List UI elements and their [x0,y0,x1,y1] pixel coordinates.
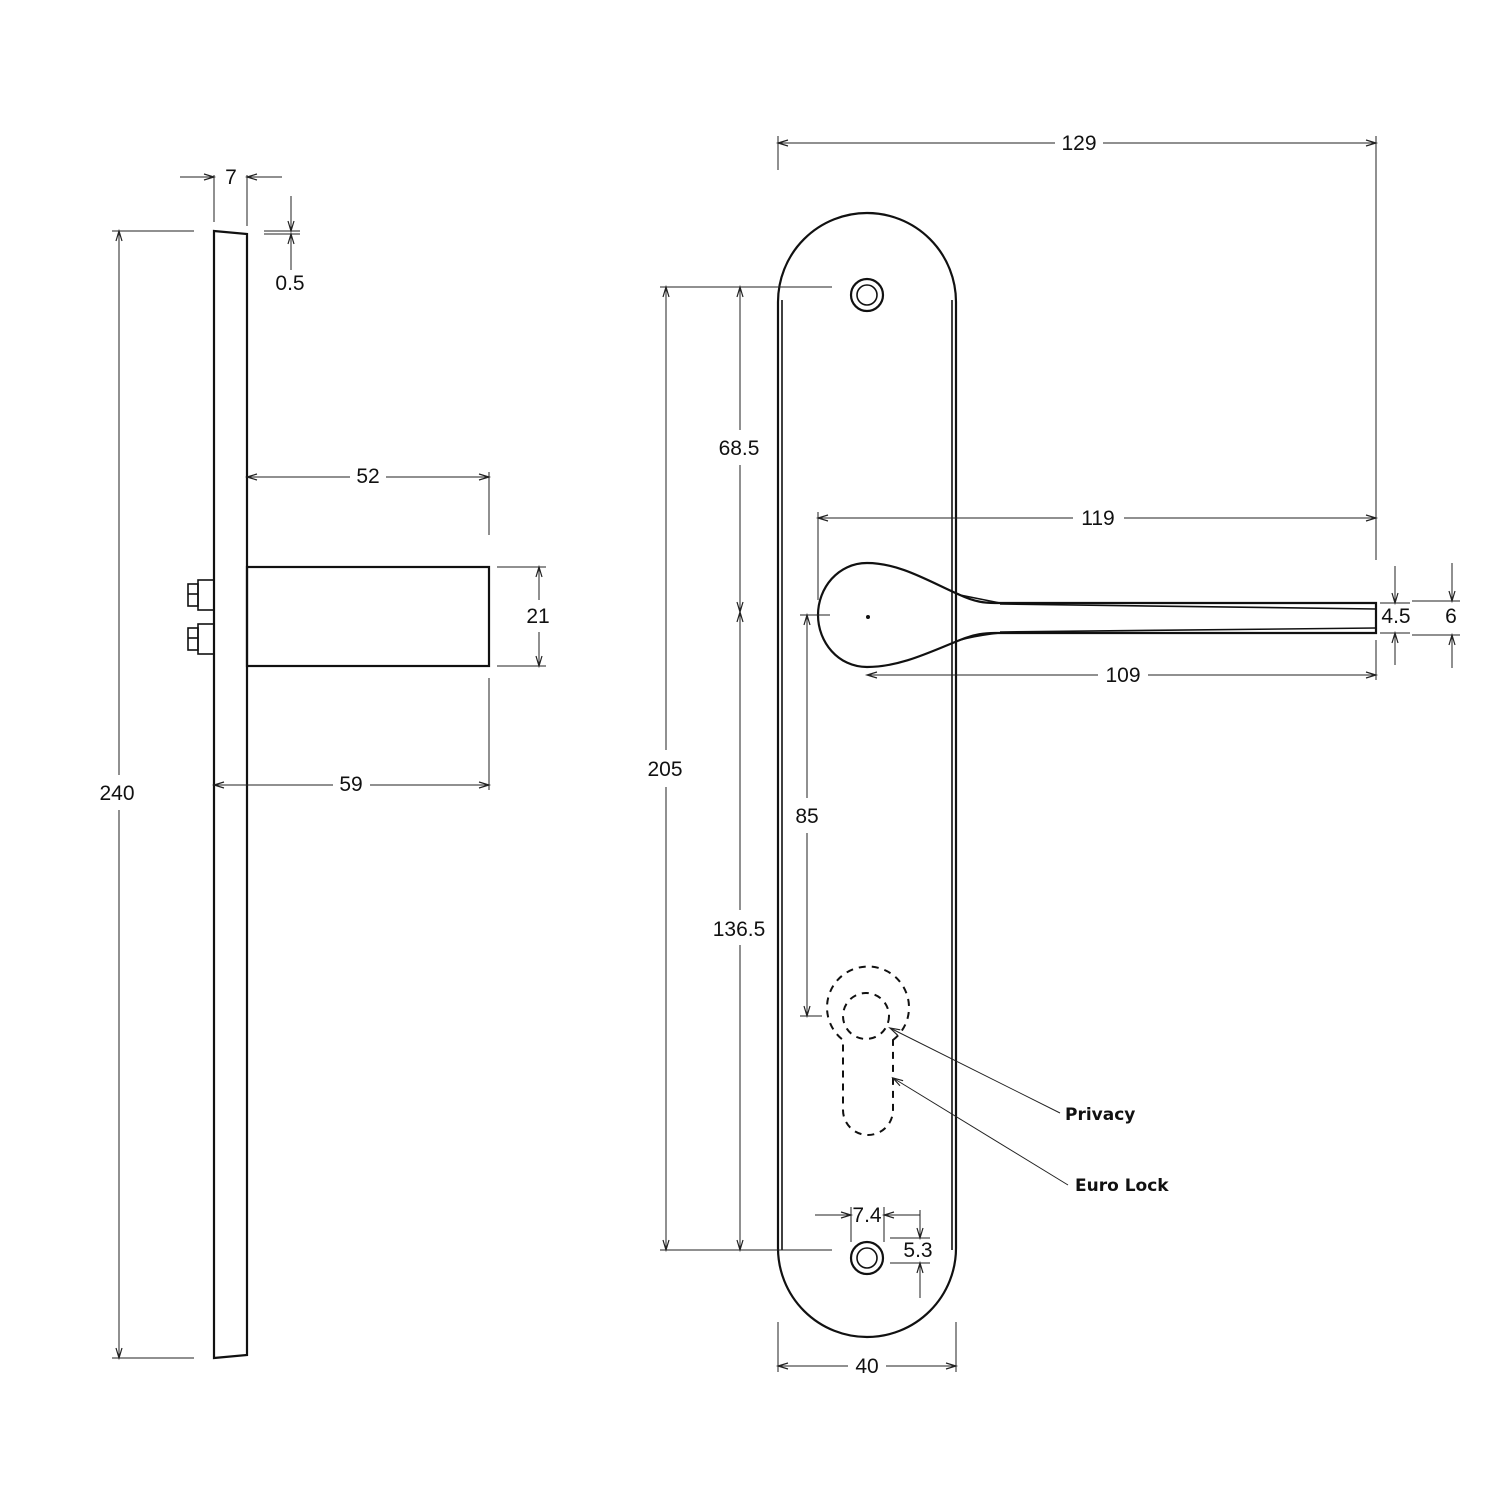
top-screw-hole [849,277,885,313]
dim-plate-lever-width: 129 [775,132,1379,560]
front-backplate [776,211,958,1339]
euro-lock-cutout [826,965,910,1136]
leader-privacy: Privacy [888,1027,1135,1125]
dim-screw-hole-height-label: 5.3 [903,1239,932,1262]
dim-screw-hole-width: 7.4 [815,1204,920,1242]
label-privacy: Privacy [1065,1105,1135,1125]
label-euro-lock: Euro Lock [1075,1176,1169,1196]
dim-side-bevel: 0.5 [264,196,305,295]
dim-screw-centres-label: 205 [647,758,682,781]
dim-spindle-to-lock-label: 85 [795,805,818,828]
dim-side-height-label: 240 [99,782,134,805]
dim-lever-projection: 52 [244,465,492,535]
dim-side-height: 240 [99,228,194,1361]
dim-screw-hole-height: 5.3 [890,1210,933,1298]
dim-rose-height-label: 21 [526,605,549,628]
side-view: 7 0.5 240 52 [99,166,550,1361]
dim-lever-length-label: 119 [1081,507,1114,530]
dim-top-to-spindle-label: 68.5 [719,437,760,460]
bottom-screw-hole [849,1240,885,1276]
dim-lever-tip-inner: 4.5 [1380,566,1411,665]
side-lever-neck [245,565,491,668]
dim-side-thickness-label: 7 [225,166,237,189]
dim-rose-height: 21 [497,564,550,669]
dim-lever-grip-length: 109 [864,640,1379,687]
dim-screw-hole-width-label: 7.4 [852,1204,882,1227]
dim-lever-length: 119 [815,507,1379,600]
dim-plate-lever-width-label: 129 [1061,132,1096,155]
dim-side-thickness: 7 [180,166,282,226]
dim-spindle-to-lock: 85 [795,612,830,1019]
dim-plate-width: 40 [775,1322,959,1378]
dim-screw-centres: 205 [647,284,832,1253]
privacy-cutout [842,992,890,1040]
dim-lever-grip-length-label: 109 [1105,664,1140,687]
dim-lever-tip-inner-label: 4.5 [1381,605,1410,628]
side-backplate [212,229,249,1360]
dim-top-to-spindle: 68.5 [719,284,760,615]
dim-side-bevel-label: 0.5 [275,272,304,295]
dim-lever-total-projection: 59 [211,678,492,796]
dim-plate-width-label: 40 [855,1355,878,1378]
spindle-centre [866,615,870,619]
dim-spindle-to-bottom: 136.5 [713,609,766,1253]
front-lever [816,561,1378,669]
side-fixing-bolts [187,579,215,655]
dim-lever-tip-outer-label: 6 [1445,605,1457,628]
dim-spindle-to-bottom-label: 136.5 [713,918,766,941]
dim-lever-total-projection-label: 59 [339,773,362,796]
dim-lever-projection-label: 52 [356,465,379,488]
front-view: Privacy Euro Lock 129 119 109 [647,132,1460,1378]
dim-lever-tip-outer: 6 [1412,563,1460,668]
leader-euro-lock: Euro Lock [891,1076,1169,1196]
